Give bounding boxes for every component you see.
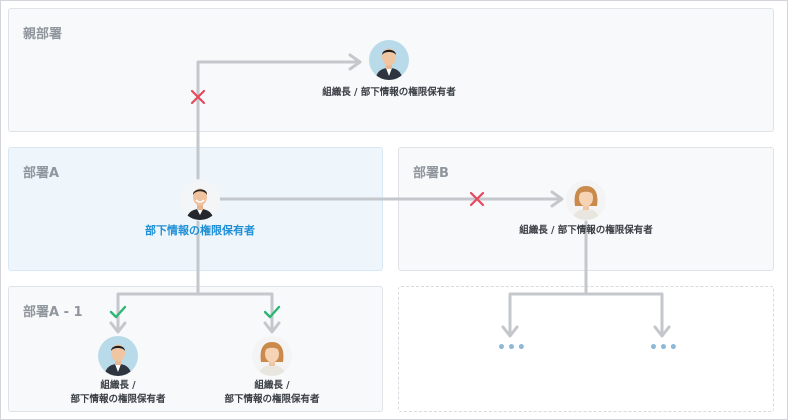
arrowhead-b-left [501, 325, 519, 338]
more-ellipsis-left: ••• [497, 340, 527, 356]
dept-box-a1: 部署A - 1 [8, 286, 383, 412]
arrowhead-to-dept-b [550, 190, 564, 208]
arrowhead-to-parent [348, 53, 362, 71]
check-icon [263, 305, 281, 319]
connector-to-a1 [116, 220, 274, 332]
young-man-avatar [180, 180, 220, 220]
dept-box-b-children [398, 286, 774, 412]
woman-avatar [252, 336, 292, 376]
dept-title-a1: 部署A - 1 [23, 305, 83, 320]
connector-to-parent [196, 60, 360, 180]
person-label-parent-head: 組織長 / 部下情報の権限保有者 [322, 87, 456, 98]
man-avatar [98, 336, 138, 376]
check-icon [109, 305, 127, 319]
arrowhead-a1-left [109, 321, 127, 334]
person-label-a1-head-1: 組織長 / 部下情報の権限保有者 [48, 379, 188, 407]
arrowhead-b-right [653, 325, 671, 338]
dept-title-b: 部署B [413, 166, 449, 181]
person-label-b-head: 組織長 / 部下情報の権限保有者 [519, 225, 653, 236]
person-label-a-holder: 部下情報の権限保有者 [145, 224, 255, 237]
dept-title-parent: 親部署 [23, 27, 63, 42]
person-label-a1-head-1-line2: 部下情報の権限保有者 [70, 394, 166, 405]
cross-icon [190, 89, 206, 105]
denied-mark-dept-b [469, 191, 485, 207]
person-label-a1-head-2: 組織長 / 部下情報の権限保有者 [202, 379, 342, 407]
dept-title-a: 部署A [23, 166, 60, 181]
person-label-a1-head-1-line1: 組織長 / [100, 380, 136, 391]
more-ellipsis-right: ••• [649, 340, 679, 356]
cross-icon [469, 191, 485, 207]
person-label-a1-head-2-line2: 部下情報の権限保有者 [224, 394, 320, 405]
man-avatar [369, 40, 409, 80]
arrowhead-a1-right [263, 321, 281, 334]
connector-b-children [508, 220, 664, 336]
woman-avatar [566, 180, 606, 220]
denied-mark-parent [190, 89, 206, 105]
person-label-a1-head-2-line1: 組織長 / [254, 380, 290, 391]
